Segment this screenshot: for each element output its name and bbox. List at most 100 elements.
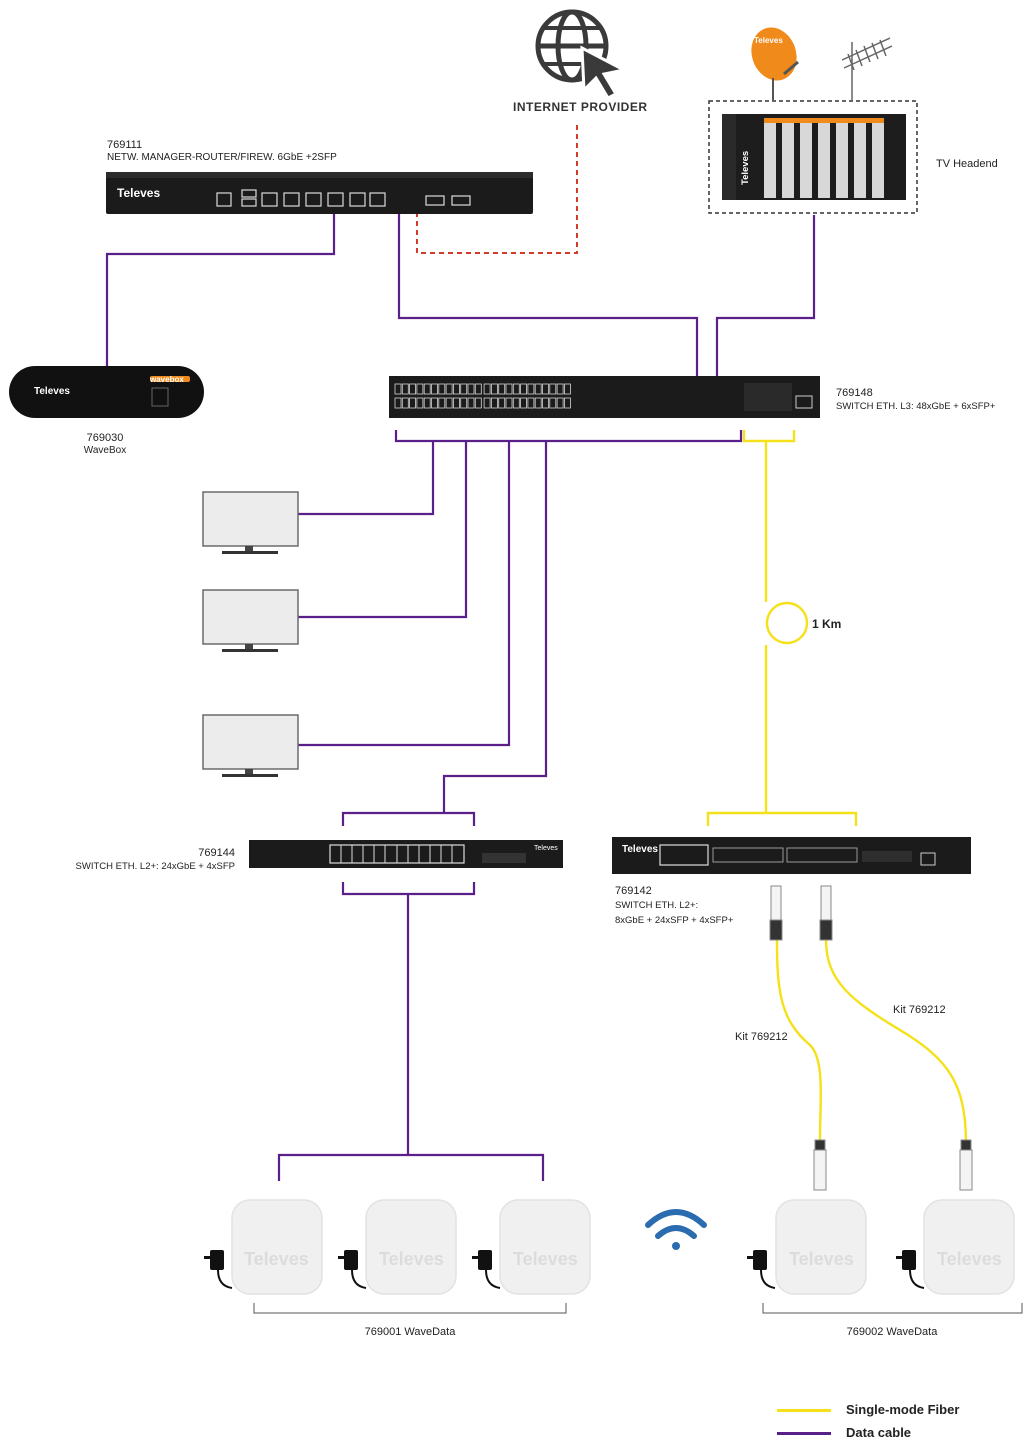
cable-core-switch-a xyxy=(442,441,548,813)
cable-headend-core xyxy=(715,215,816,378)
kit-right-label: Kit 769212 xyxy=(893,1004,946,1016)
core-switch-device xyxy=(389,376,820,418)
ethernet-port xyxy=(556,383,564,395)
router-code: 769111 xyxy=(107,139,143,151)
ethernet-port xyxy=(498,383,506,395)
switch-b-device xyxy=(612,837,971,874)
ethernet-port xyxy=(556,397,564,409)
ethernet-port xyxy=(483,383,491,395)
fiber-distance-label: 1 Km xyxy=(812,617,842,631)
ethernet-port xyxy=(534,383,542,395)
wavedata-b-group-bracket xyxy=(762,1303,1023,1314)
ethernet-port xyxy=(490,397,498,409)
wavedata-b-label: 769002 WaveData xyxy=(846,1326,938,1338)
wavedata-brand: Televes xyxy=(789,1249,854,1269)
ethernet-port xyxy=(467,397,475,409)
wavebox-code: 769030 xyxy=(86,432,124,444)
ethernet-port xyxy=(564,397,571,409)
ethernet-port xyxy=(394,383,402,395)
internet-provider-label: INTERNET PROVIDER xyxy=(513,100,648,114)
ethernet-port xyxy=(416,397,424,409)
wifi-icon xyxy=(645,1209,707,1250)
switch-a-description: SWITCH ETH. L2+: 24xGbE + 4xSFP xyxy=(75,861,235,872)
fiber-kit-left xyxy=(775,939,822,1141)
ethernet-port xyxy=(445,383,453,395)
wavedata-brand: Televes xyxy=(244,1249,309,1269)
globe-cursor-icon xyxy=(535,9,629,100)
switch-b-desc-line2: 8xGbE + 24xSFP + 4xSFP+ xyxy=(615,915,734,926)
headend-modules xyxy=(764,118,884,198)
ethernet-port xyxy=(409,397,417,409)
switch-a-bottom-bracket xyxy=(341,882,476,896)
switch-b-brand: Televes xyxy=(622,844,658,855)
ethernet-port xyxy=(438,397,446,409)
ethernet-port xyxy=(505,383,513,395)
legend-fiber-label: Single-mode Fiber xyxy=(846,1402,960,1417)
cable-tv-1 xyxy=(298,441,435,516)
wavebox-name: WaveBox xyxy=(83,445,127,456)
ethernet-port xyxy=(564,383,571,395)
wavedata-a-bracket xyxy=(277,1153,545,1181)
ethernet-port xyxy=(409,383,417,395)
ethernet-port xyxy=(460,383,468,395)
headend-brand: Televes xyxy=(740,150,751,185)
wavedata-brand: Televes xyxy=(379,1249,444,1269)
ethernet-port xyxy=(520,397,527,409)
switch-a-top-bracket xyxy=(341,811,476,826)
sfp-connector-icon xyxy=(769,885,973,1191)
power-adapter-icon xyxy=(204,1250,925,1289)
wavebox-brand: Televes xyxy=(34,386,70,397)
tv-headend-label: TV Headend xyxy=(936,158,998,170)
wavebox-logo: wavebox xyxy=(150,375,184,384)
ethernet-port xyxy=(512,383,520,395)
legend-fiber-swatch xyxy=(777,1409,831,1412)
ethernet-port xyxy=(483,397,491,409)
satellite-dish-icon xyxy=(751,27,799,100)
ethernet-port xyxy=(512,397,520,409)
tv-headend xyxy=(708,100,918,214)
switch-b-top-bracket xyxy=(706,811,858,826)
ethernet-port xyxy=(431,397,438,409)
core-port-bracket xyxy=(394,430,743,443)
ethernet-port xyxy=(474,383,482,395)
ethernet-port xyxy=(534,397,542,409)
ethernet-port xyxy=(490,383,498,395)
wavedata-a-group-bracket xyxy=(253,1303,567,1314)
ethernet-port xyxy=(542,397,549,409)
terrestrial-antenna-icon xyxy=(841,37,893,100)
core-switch-code: 769148 xyxy=(836,387,873,399)
ethernet-port xyxy=(460,397,468,409)
fiber-kit-right xyxy=(824,939,968,1141)
cable-router-wavebox xyxy=(105,214,336,368)
ethernet-port xyxy=(474,397,482,409)
ethernet-port xyxy=(527,397,535,409)
legend-data-label: Data cable xyxy=(846,1425,912,1440)
ethernet-port xyxy=(445,397,453,409)
switch-b-desc-line1: SWITCH ETH. L2+: xyxy=(615,900,699,911)
switch-a-brand: Televes xyxy=(534,845,558,852)
switch-a-code: 769144 xyxy=(198,847,235,859)
ethernet-port xyxy=(431,383,438,395)
ethernet-port xyxy=(527,383,535,395)
ethernet-port xyxy=(452,397,460,409)
ethernet-port xyxy=(438,383,446,395)
ethernet-port xyxy=(549,383,557,395)
switch-a-device xyxy=(249,840,563,868)
cable-router-core xyxy=(397,214,699,378)
wavedata-units xyxy=(231,1199,1015,1295)
switch-b-code: 769142 xyxy=(615,885,652,897)
ethernet-port xyxy=(401,397,409,409)
ethernet-port xyxy=(423,383,431,395)
router-brand: Televes xyxy=(117,186,161,200)
kit-left-label: Kit 769212 xyxy=(735,1031,788,1043)
data-cables xyxy=(105,214,816,1181)
tv-screen-icon xyxy=(202,491,299,554)
fiber-loop-icon xyxy=(765,601,809,645)
core-sfp-bracket xyxy=(742,430,796,443)
router-device xyxy=(106,172,533,214)
ethernet-port xyxy=(401,383,409,395)
tv-screen-icon xyxy=(202,714,299,777)
internet-link xyxy=(416,125,578,254)
ethernet-port xyxy=(394,397,402,409)
ethernet-port xyxy=(542,383,549,395)
